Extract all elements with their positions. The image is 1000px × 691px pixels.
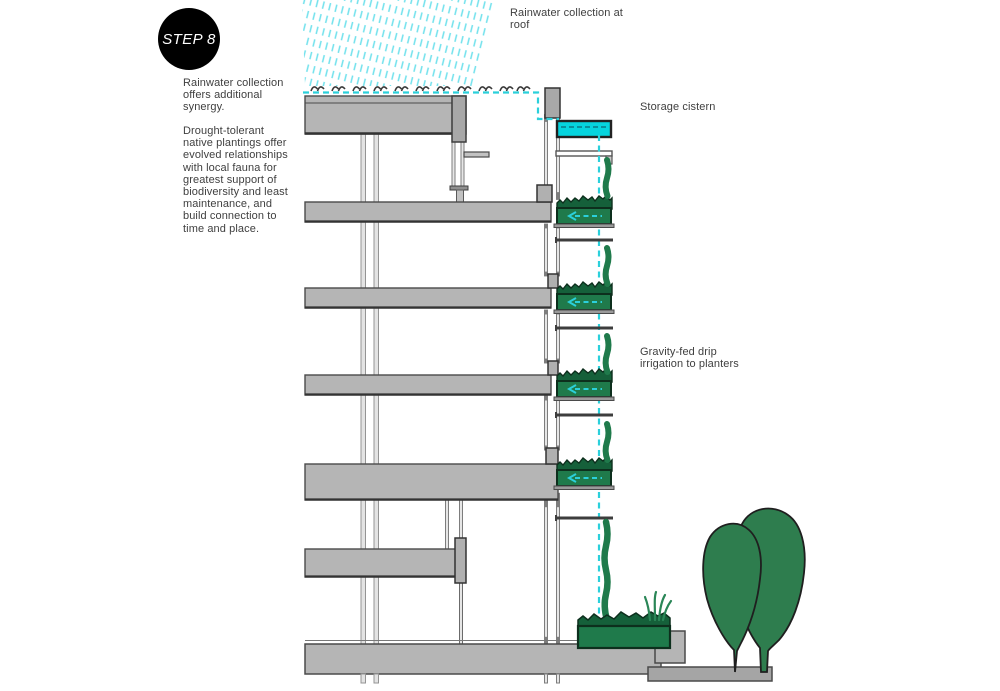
cistern-shelf [555, 150, 613, 165]
grass-tuft [643, 590, 673, 622]
floor-slab [304, 201, 552, 223]
balcony-planter [553, 195, 615, 229]
rain-hatch [302, 0, 497, 86]
street-tree [702, 507, 806, 673]
note-plantings: Drought-tolerant native plantings offer … [183, 125, 288, 235]
floor-slab [304, 548, 458, 578]
sidewalk [647, 666, 773, 682]
balcony-planter [553, 281, 615, 315]
floor-slab [304, 287, 552, 309]
balcony-planter [553, 457, 615, 491]
floor-slab [304, 374, 552, 396]
balcony-planter [553, 368, 615, 402]
label-storage-cistern: Storage cistern [640, 101, 716, 113]
label-gravity-irrigation: Gravity-fed drip irrigation to planters [640, 346, 739, 371]
step-badge-label: STEP 8 [162, 30, 216, 48]
roof-slab [304, 95, 490, 203]
step-badge: STEP 8 [158, 8, 220, 70]
floor-slab [304, 463, 559, 501]
floor-slabs [304, 95, 559, 584]
roof-parapet [544, 87, 561, 119]
storage-cistern [555, 119, 613, 139]
label-rainwater-roof: Rainwater collection at roof [510, 7, 623, 32]
note-synergy: Rainwater collection offers additional s… [183, 77, 284, 114]
ground-planter [576, 590, 673, 650]
green-roof-plants [310, 86, 531, 92]
ground-slab [304, 630, 773, 684]
